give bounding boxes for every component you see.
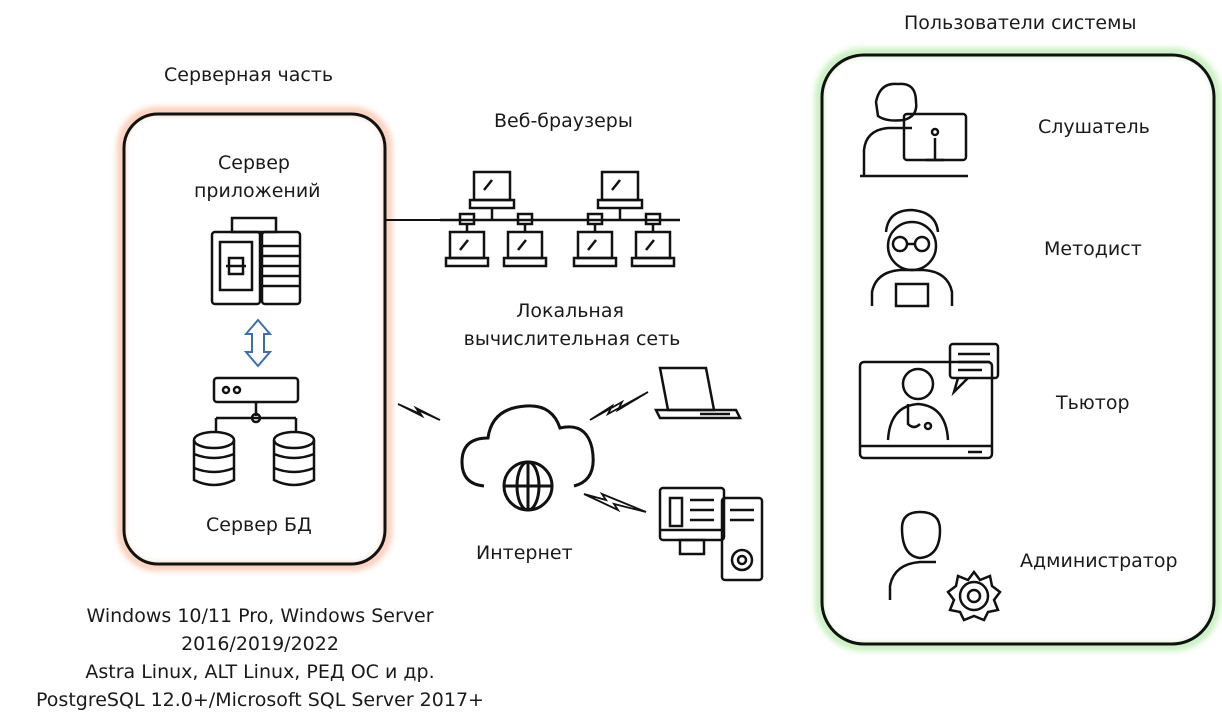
browsers-label: Веб-браузеры bbox=[494, 110, 633, 132]
app-server-label-line2: приложений bbox=[194, 180, 321, 202]
role-label-tutor: Тьютор bbox=[1056, 392, 1130, 414]
wireless-link-icon bbox=[589, 391, 649, 421]
platform-note-line4: PostgreSQL 12.0+/Microsoft SQL Server 20… bbox=[36, 689, 484, 711]
admin-with-gear-icon bbox=[888, 510, 1002, 622]
internet-label: Интернет bbox=[476, 542, 573, 564]
methodist-with-glasses-icon bbox=[870, 208, 954, 308]
student-at-monitor-icon bbox=[860, 82, 968, 178]
desktop-pc-icon bbox=[658, 486, 764, 582]
wireless-link-icon bbox=[583, 492, 647, 513]
app-server-label-line1: Сервер bbox=[218, 152, 290, 174]
lan-label-line2: вычислительная сеть bbox=[463, 328, 681, 350]
platform-note-line1: Windows 10/11 Pro, Windows Server bbox=[86, 605, 434, 627]
tutor-video-call-icon bbox=[858, 342, 1000, 460]
laptop-icon bbox=[653, 366, 743, 420]
platform-note-line2: 2016/2019/2022 bbox=[181, 633, 339, 655]
users-section-title: Пользователи системы bbox=[904, 12, 1137, 34]
platform-note-line3: Astra Linux, ALT Linux, РЕД ОС и др. bbox=[85, 661, 435, 683]
lan-network-icon bbox=[440, 170, 680, 268]
role-label-methodist: Методист bbox=[1044, 238, 1142, 260]
app-server-icon bbox=[210, 216, 302, 306]
server-section-box bbox=[117, 107, 392, 571]
lan-label-line1: Локальная bbox=[516, 300, 624, 322]
db-server-label: Сервер БД bbox=[206, 514, 312, 536]
users-section-box bbox=[815, 48, 1221, 651]
internet-cloud-icon bbox=[460, 404, 595, 512]
role-label-student: Слушатель bbox=[1038, 116, 1150, 138]
role-label-admin: Администратор bbox=[1020, 550, 1178, 572]
db-server-icon bbox=[192, 376, 316, 487]
server-section-title: Серверная часть bbox=[164, 64, 334, 86]
wireless-link-icon bbox=[397, 403, 441, 421]
double-arrow-icon bbox=[243, 318, 273, 368]
